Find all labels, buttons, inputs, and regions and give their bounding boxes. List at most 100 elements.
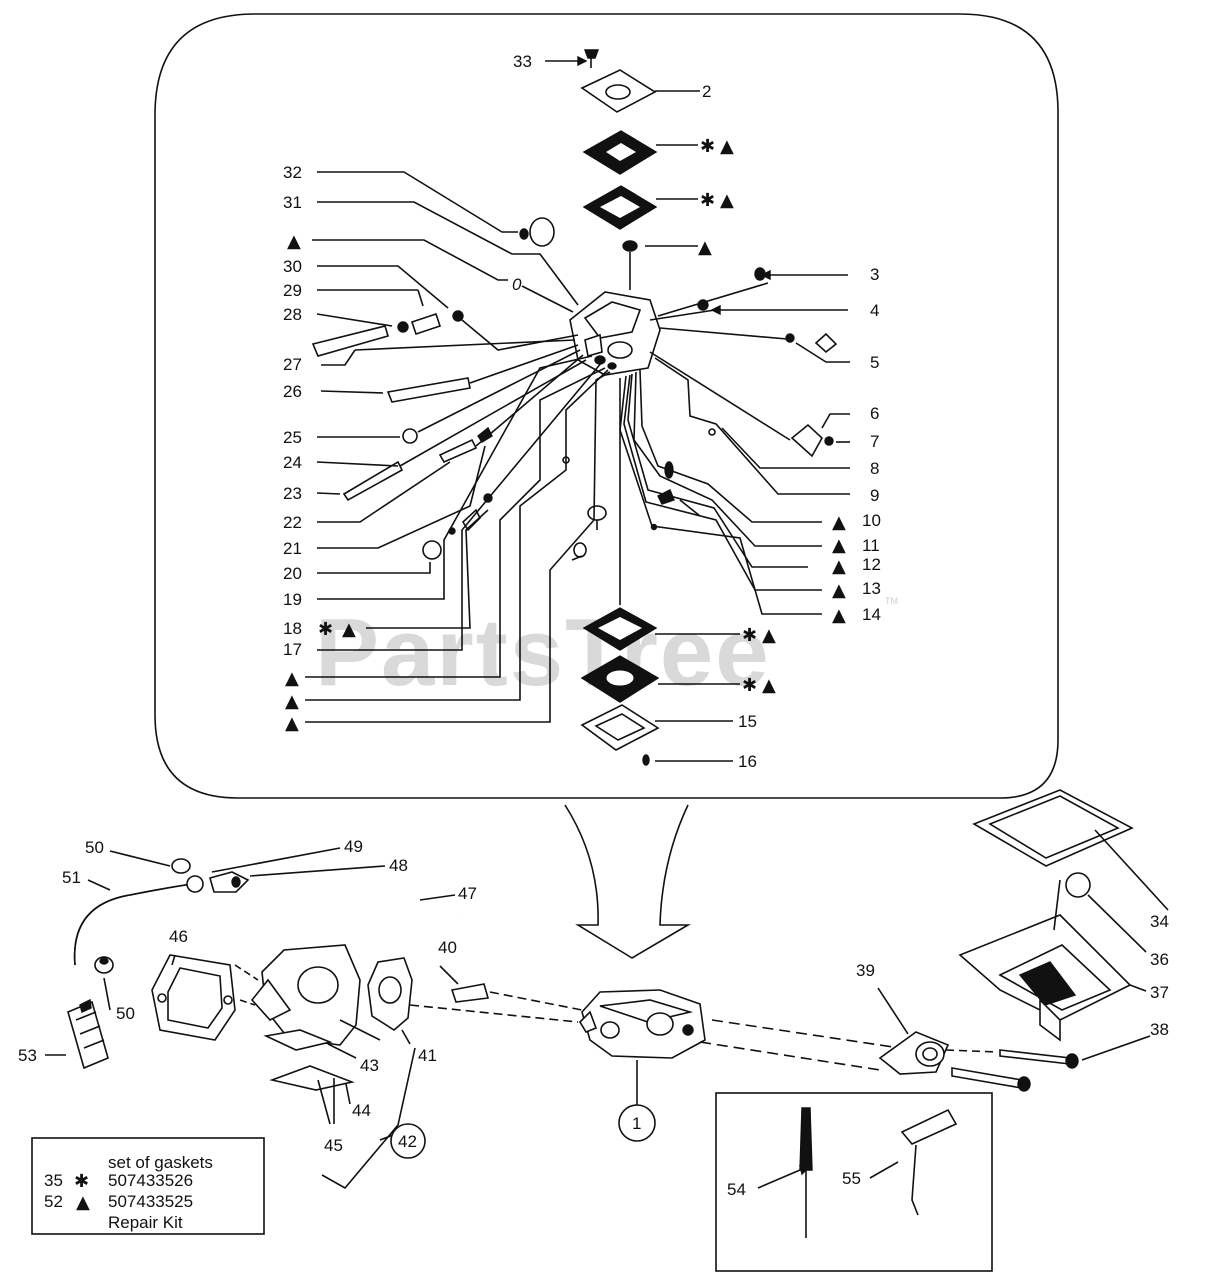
air-filter — [972, 789, 1134, 867]
gasket-symbol: ✱ — [74, 1171, 89, 1192]
kit-symbol: ▲ — [832, 605, 846, 626]
carburetor-housing-42 — [250, 944, 361, 1046]
kit-symbol: ▲ — [762, 625, 776, 646]
label-42: 42 — [398, 1132, 417, 1151]
watermark-tm: TM — [885, 596, 898, 606]
label-43: 43 — [360, 1056, 379, 1075]
exploded-view-frame — [154, 13, 1059, 799]
label-19: 19 — [283, 590, 302, 609]
kit-markers: ✱ ▲ ✱ ▲ ▲ ▲ ▲ ▲ ▲ ▲ ▲ ✱ ▲ ▲ ▲ ▲ ✱ ▲ ✱ ▲ — [285, 136, 846, 734]
legend-row1-no: 35 — [44, 1171, 63, 1190]
label-13: 13 — [862, 579, 881, 598]
label-27: 27 — [283, 355, 302, 374]
gasket-symbol: ✱ — [742, 625, 757, 646]
label-11: 11 — [862, 536, 880, 555]
label-53: 53 — [18, 1046, 37, 1065]
legend-row2-no: 52 — [44, 1192, 63, 1211]
gasket-symbol: ✱ — [318, 619, 333, 640]
intake-ring — [1065, 872, 1091, 898]
label-28: 28 — [283, 305, 302, 324]
label-21: 21 — [283, 539, 302, 558]
kit-symbol: ▲ — [832, 556, 846, 577]
label-4: 4 — [870, 301, 879, 320]
label-20: 20 — [283, 564, 302, 583]
label-31: 31 — [283, 193, 302, 212]
kit-symbol: ▲ — [720, 136, 734, 157]
label-39: 39 — [856, 961, 875, 980]
label-34: 34 — [1150, 912, 1169, 931]
label-10: 10 — [862, 511, 881, 530]
label-25: 25 — [283, 428, 302, 447]
label-5: 5 — [870, 353, 879, 372]
label-55: 55 — [842, 1169, 861, 1188]
kit-symbol: ▲ — [832, 535, 846, 556]
label-49: 49 — [344, 837, 363, 856]
label-18: 18 — [283, 619, 302, 638]
label-23: 23 — [283, 484, 302, 503]
watermark: PartsTree — [315, 599, 771, 706]
label-46: 46 — [169, 927, 188, 946]
label-12: 12 — [862, 555, 881, 574]
label-36: 36 — [1150, 950, 1169, 969]
kit-symbol: ▲ — [698, 237, 712, 258]
gasket-symbol: ✱ — [700, 136, 715, 157]
label-45: 45 — [324, 1136, 343, 1155]
intake-gasket — [151, 954, 236, 1041]
leader-lines — [305, 60, 850, 762]
label-3: 3 — [870, 265, 879, 284]
screwdriver-tool — [799, 1107, 813, 1238]
label-41: 41 — [418, 1046, 437, 1065]
label-48: 48 — [389, 856, 408, 875]
kit-symbol: ▲ — [287, 231, 301, 252]
assembly-arrow — [564, 804, 691, 959]
label-38: 38 — [1150, 1020, 1169, 1039]
kit-symbol: ▲ — [76, 1192, 90, 1213]
kit-symbol: ▲ — [832, 512, 846, 533]
label-50-top: 50 — [85, 838, 104, 857]
legend-box — [31, 1137, 265, 1235]
label-24: 24 — [283, 453, 302, 472]
label-16: 16 — [738, 752, 757, 771]
air-filter-base — [958, 914, 1132, 1042]
label-44: 44 — [352, 1101, 371, 1120]
screw-33 — [583, 49, 600, 59]
label-30: 30 — [283, 257, 302, 276]
legend-row1-part: 507433526 — [108, 1171, 193, 1190]
kit-symbol: ▲ — [762, 675, 776, 696]
label-54: 54 — [727, 1180, 746, 1199]
carburetor-assembly — [578, 989, 706, 1059]
label-8: 8 — [870, 459, 879, 478]
intake-flange — [878, 1031, 950, 1075]
label-33: 33 — [513, 52, 532, 71]
fuel-filter — [67, 998, 109, 1070]
gasket-symbol: ✱ — [742, 675, 757, 696]
svg-text:0: 0 — [512, 275, 522, 294]
fuel-line-51 — [73, 883, 193, 966]
label-6: 6 — [870, 404, 879, 423]
kit-symbol: ▲ — [720, 190, 734, 211]
part-labels: 33 2 3 4 5 6 7 8 9 10 11 12 13 14 15 16 … — [18, 52, 1169, 1199]
gasket-symbol: ✱ — [700, 190, 715, 211]
wrench-tool — [900, 1108, 958, 1216]
label-22: 22 — [283, 513, 302, 532]
kit-symbol: ▲ — [285, 691, 299, 712]
kit-symbol: ▲ — [342, 619, 356, 640]
label-40: 40 — [438, 938, 457, 957]
label-15: 15 — [738, 712, 757, 731]
legend-row2-desc: Repair Kit — [108, 1213, 183, 1232]
label-47: 47 — [458, 884, 477, 903]
kit-symbol: ▲ — [285, 713, 299, 734]
tools-box — [715, 1092, 993, 1272]
legend-title: set of gaskets — [108, 1153, 213, 1172]
label-32: 32 — [283, 163, 302, 182]
legend-row2-part: 507433525 — [108, 1192, 193, 1211]
label-26: 26 — [283, 382, 302, 401]
intake-plate — [367, 957, 413, 1031]
label-9: 9 — [870, 486, 879, 505]
label-37: 37 — [1150, 983, 1169, 1002]
label-7: 7 — [870, 432, 879, 451]
label-2: 2 — [702, 82, 711, 101]
kit-symbol: ▲ — [285, 668, 299, 689]
label-51: 51 — [62, 868, 81, 887]
